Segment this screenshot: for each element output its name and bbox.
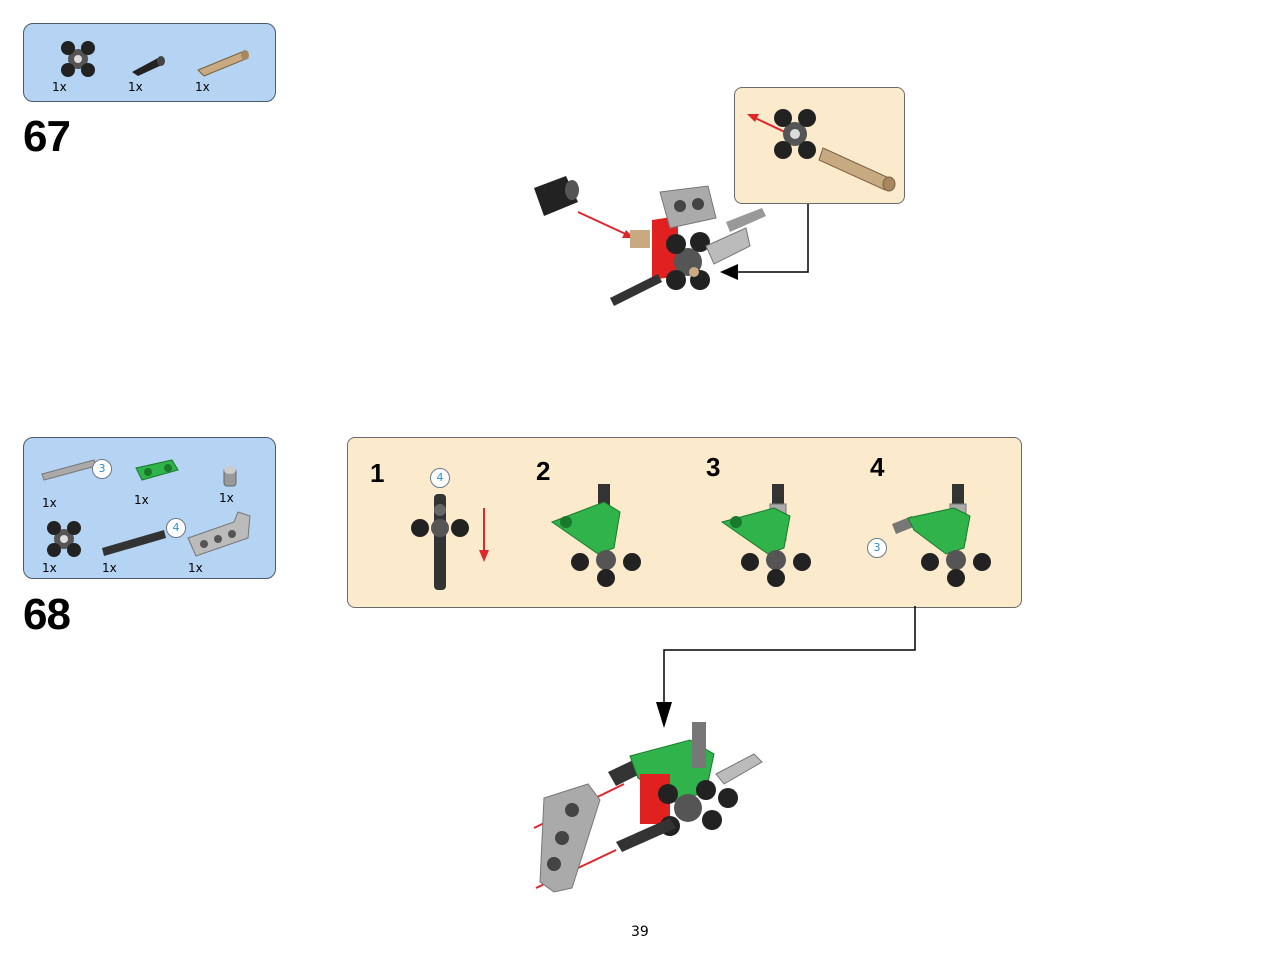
black-axle-connector-icon	[132, 56, 165, 76]
green-cross-block-icon	[135, 459, 179, 481]
callout-connector-line	[720, 204, 809, 280]
substep-number: 4	[870, 452, 885, 482]
length-badge: 3	[92, 459, 112, 479]
part-qty: 1x	[102, 561, 117, 575]
black-axle-icon	[102, 530, 166, 556]
step-67-callout	[734, 87, 905, 204]
part-qty: 1x	[188, 561, 203, 575]
part-qty: 1x	[128, 80, 143, 94]
part-qty: 1x	[42, 561, 57, 575]
step-number-67: 67	[23, 112, 71, 161]
step-67-model	[534, 176, 766, 306]
length-badge: 4	[430, 468, 450, 488]
gray-l-beam-icon	[187, 511, 251, 557]
part-qty: 1x	[42, 496, 57, 510]
step-68-model	[533, 722, 763, 893]
part-qty: 1x	[219, 491, 234, 505]
substep-2-art	[550, 484, 641, 587]
sub-assembly-panel: 1 2 3 4 4 3	[347, 437, 1022, 608]
substep-4-art	[892, 484, 991, 587]
substep-1-art	[411, 494, 489, 590]
part-qty: 1x	[134, 493, 149, 507]
length-badge: 3	[867, 538, 887, 558]
substep-number: 3	[706, 452, 721, 482]
page-number: 39	[631, 924, 649, 940]
hub-with-tan-pin-callout	[747, 109, 896, 192]
length-badge: 4	[166, 518, 186, 538]
parts-list-step-67: 1x 1x 1x	[23, 23, 276, 102]
part-qty: 1x	[52, 80, 67, 94]
step-number-68: 68	[23, 590, 71, 639]
part-qty: 1x	[195, 80, 210, 94]
wheel-hub-icon	[47, 521, 81, 557]
substep-3-art	[720, 484, 811, 587]
wheel-hub-icon	[61, 41, 95, 77]
substep-number: 2	[536, 456, 551, 486]
subassembly-connector-line	[656, 606, 916, 728]
tan-axle-pin-icon	[197, 50, 249, 77]
bush-icon	[223, 466, 237, 487]
substep-number: 1	[370, 458, 385, 488]
gray-axle-icon	[41, 459, 97, 481]
parts-list-step-68: 3 4 1x 1x 1x 1x 1x 1x	[23, 437, 276, 579]
